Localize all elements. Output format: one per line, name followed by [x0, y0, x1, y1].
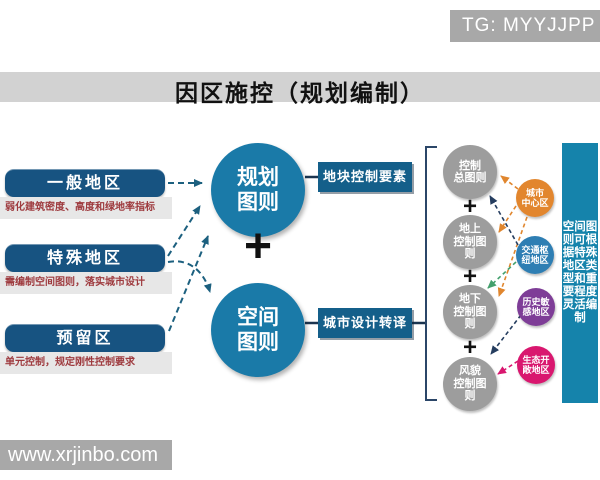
city-center-circle: 城市 中心区: [516, 179, 554, 217]
historic-sensitive-circle: 历史敏 感地区: [517, 288, 555, 326]
area-note-general: 弱化建筑密度、高度和绿地率指标: [0, 197, 172, 219]
arrow-special-to-spatial: [167, 260, 212, 293]
arrow-citycenter-to-master: [500, 175, 519, 190]
plus-sign-right-2: +: [462, 263, 477, 290]
spatial-plan-circle: 空间 图则: [211, 283, 305, 377]
plus-sign-right-1: +: [462, 193, 477, 220]
area-box-general: 一般地区: [5, 169, 165, 197]
plus-sign-center: +: [243, 220, 273, 273]
area-box-special: 特殊地区: [5, 244, 165, 272]
site-watermark: www.xrjinbo.com: [0, 440, 172, 470]
area-box-reserved: 预留区: [5, 324, 165, 352]
output-box-design-translate: 城市设计转译: [318, 308, 412, 338]
eco-open-circle: 生态开 敞地区: [517, 346, 555, 384]
page-title: 因区施控（规划编制）: [175, 80, 425, 106]
tg-watermark-badge: TG: MYYJJPP: [450, 10, 600, 42]
planning-plan-circle: 规划 图则: [211, 143, 305, 237]
underground-control-circle: 地下 控制图 则: [443, 285, 497, 339]
area-note-special: 需编制空间图则，落实城市设计: [0, 272, 172, 294]
arrow-transport-to-underground: [487, 261, 517, 289]
area-note-reserved: 单元控制，规定刚性控制要求: [0, 352, 172, 374]
aboveground-control-circle: 地上 控制图 则: [443, 215, 497, 269]
bracket: [425, 146, 437, 401]
transport-hub-circle: 交通枢 纽地区: [516, 236, 554, 274]
arrow-special-to-planning: [167, 205, 201, 257]
master-control-circle: 控制 总图则: [443, 145, 497, 199]
arrow-reserved-to-planning: [168, 235, 209, 332]
output-box-plot-control: 地块控制要素: [318, 162, 412, 192]
side-note-box: 空间图 则可根 据特殊 地区类 型和重 要程度 灵活编 制: [562, 143, 598, 403]
style-control-circle: 风貌 控制图 则: [443, 357, 497, 411]
arrow-eco-to-style: [497, 360, 519, 375]
arrow-citycenter-to-aboveground: [498, 205, 517, 233]
title-band: [0, 72, 600, 102]
plus-sign-right-3: +: [462, 334, 477, 361]
